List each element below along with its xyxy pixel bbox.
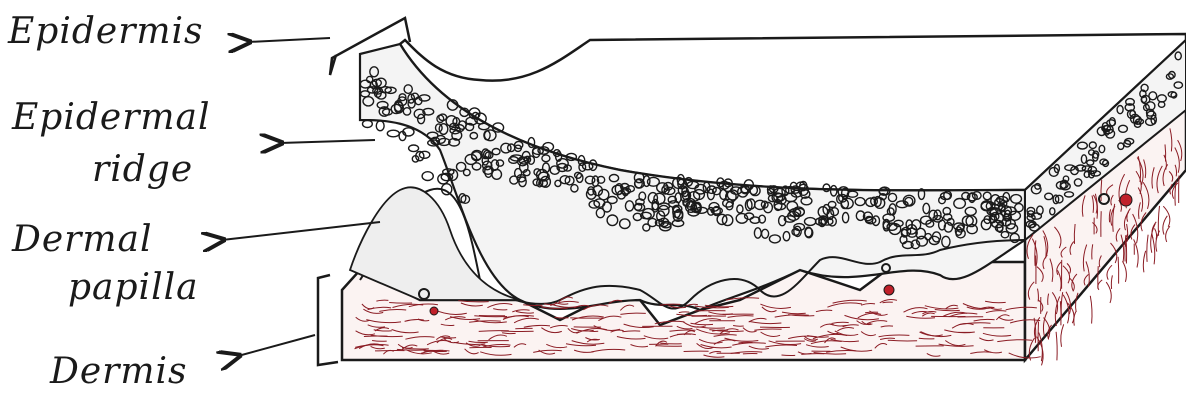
epidermis-arrow (248, 38, 330, 42)
dermis-fiber (1106, 282, 1111, 303)
dermis-fiber (1056, 332, 1057, 361)
epidermis-cell (422, 172, 433, 181)
dermis-arrow (238, 335, 315, 356)
dermis-fiber (919, 338, 935, 339)
dermis-fiber (1166, 226, 1170, 242)
dermis-fiber (1155, 228, 1157, 239)
epidermis-cell (363, 120, 373, 127)
label-epidermis: Epidermis (8, 14, 204, 50)
epidermal-ridge-arrow (280, 140, 375, 143)
blood-vessel (884, 285, 894, 295)
dermis-fiber (1125, 235, 1126, 261)
dermis-fiber (1098, 280, 1102, 290)
dermis-fiber (1090, 296, 1092, 324)
epidermis-cell (419, 151, 429, 158)
label-dermal-papilla-line1: Dermal (12, 222, 153, 258)
label-dermal-papilla-line2: papilla (68, 270, 199, 306)
dermis-fiber (865, 312, 878, 313)
epidermis-cell (387, 130, 399, 137)
dermis-fiber (1061, 324, 1064, 347)
epidermis-cell (438, 174, 449, 184)
dermal-papilla-arrow (222, 222, 380, 240)
dermis-fiber (1143, 251, 1145, 272)
dermis-bracket (318, 275, 338, 365)
epidermis-cell (376, 121, 384, 131)
blood-vessel (430, 307, 438, 315)
label-epidermal-ridge-line2: ridge (92, 152, 193, 188)
dermis-fiber (679, 312, 690, 313)
blood-vessel (1120, 194, 1132, 206)
dermis-fiber (1126, 237, 1127, 264)
dermis-fiber (1152, 235, 1155, 264)
dermis-fiber (1147, 235, 1148, 262)
dermis-fiber (1107, 265, 1112, 280)
label-dermis: Dermis (50, 354, 188, 390)
label-epidermal-ridge-line1: Epidermal (12, 100, 211, 136)
dermis-fiber (1123, 261, 1127, 282)
dermis-fiber (1111, 275, 1112, 289)
dermis-fiber (782, 355, 796, 356)
dermis-fiber (424, 351, 447, 352)
dermis-fiber (1118, 257, 1119, 284)
epidermis-cell (409, 145, 419, 152)
